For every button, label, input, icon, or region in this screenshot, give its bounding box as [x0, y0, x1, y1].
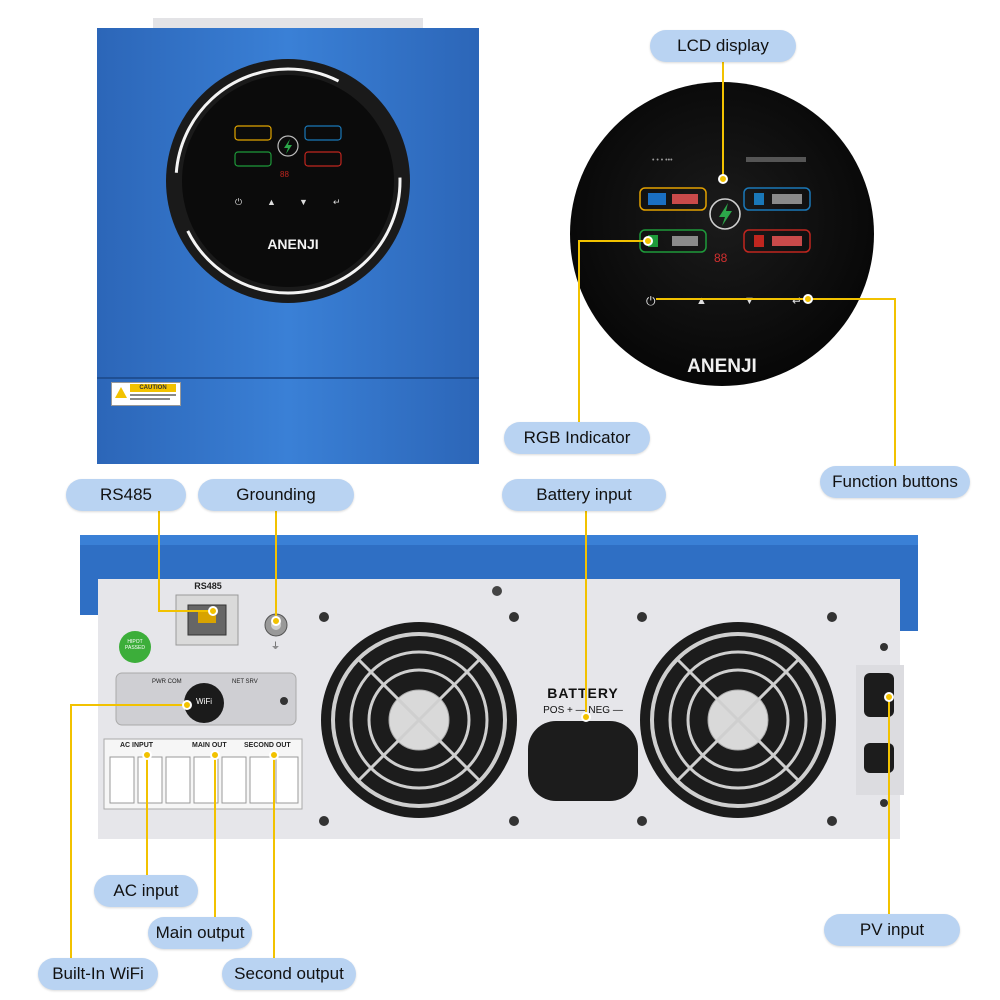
- caution-sticker: CAUTION: [111, 382, 181, 406]
- svg-text:⏻: ⏻: [235, 197, 242, 207]
- svg-text:▲: ▲: [696, 295, 707, 307]
- svg-text:⏚: ⏚: [271, 641, 280, 651]
- battery-polarity: POS + — NEG —: [543, 705, 623, 716]
- lcd-logo: ANENJI: [687, 356, 757, 377]
- svg-text:↵: ↵: [792, 294, 802, 308]
- hipot-badge: HIPOT PASSED: [125, 639, 145, 651]
- svg-text:• • • •••: • • • •••: [652, 157, 673, 164]
- svg-text:88: 88: [280, 170, 289, 179]
- pwr-com-label: PWR COM: [152, 679, 182, 685]
- callout-lcd-display: LCD display: [650, 30, 796, 62]
- battery-title: BATTERY: [547, 685, 619, 701]
- svg-text:⏻: ⏻: [646, 294, 656, 308]
- fan-right: [640, 622, 836, 818]
- inverter-rear-view: ⏚: [80, 535, 918, 851]
- svg-text:88: 88: [714, 251, 728, 265]
- fan-left: [321, 622, 517, 818]
- callout-function-buttons: Function buttons: [820, 466, 970, 498]
- svg-text:↵: ↵: [333, 197, 341, 207]
- wifi-module-label: WiFi: [196, 697, 212, 706]
- ac-input-terminal-label: AC INPUT: [120, 742, 154, 749]
- svg-text:▼: ▼: [299, 197, 308, 207]
- caution-label: CAUTION: [130, 384, 176, 392]
- callout-rs485: RS485: [66, 479, 186, 511]
- warning-icon: [115, 387, 127, 398]
- callout-rgb-indicator: RGB Indicator: [504, 422, 650, 454]
- main-out-terminal-label: MAIN OUT: [192, 742, 227, 749]
- inverter-front-view: 88 ⏻ ▲ ▼ ↵ ANENJI CAUTION: [97, 18, 479, 464]
- callout-ac-input: AC input: [94, 875, 198, 907]
- callout-built-in-wifi: Built-In WiFi: [38, 958, 158, 990]
- svg-text:▼: ▼: [744, 295, 755, 307]
- callout-main-output: Main output: [148, 917, 252, 949]
- second-out-terminal-label: SECOND OUT: [244, 742, 291, 749]
- callout-pv-input: PV input: [824, 914, 960, 946]
- callout-battery-input: Battery input: [502, 479, 666, 511]
- callout-grounding: Grounding: [198, 479, 354, 511]
- callout-second-output: Second output: [222, 958, 356, 990]
- front-logo: ANENJI: [267, 236, 319, 252]
- rs485-port-label: RS485: [194, 581, 222, 591]
- net-srv-label: NET SRV: [232, 679, 258, 685]
- svg-text:▲: ▲: [267, 197, 276, 207]
